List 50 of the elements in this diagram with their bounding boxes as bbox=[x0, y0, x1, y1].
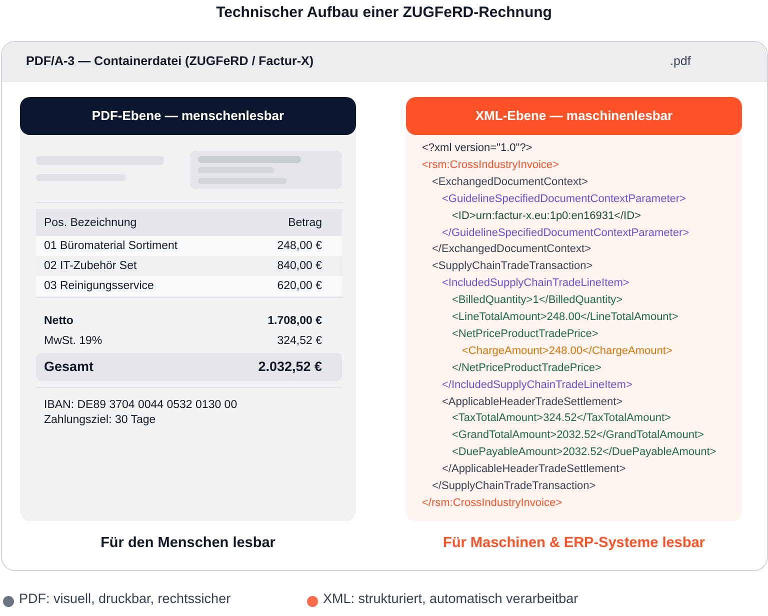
table-cell-text: 1.708,00 € bbox=[268, 314, 322, 329]
panel-caption: Für den Menschen lesbar bbox=[100, 535, 276, 551]
panel-caption: Für Maschinen & ERP-Systeme lesbar bbox=[442, 535, 706, 551]
container-heading: PDF/A-3 — Containerdatei (ZUGFeRD / Factur-X) bbox=[26, 54, 314, 68]
xml-code-line: </ApplicableHeaderTradeSettlement> bbox=[442, 463, 626, 476]
xml-code-line: <ID>urn:factur-x.eu:1p0:en16931</ID> bbox=[452, 210, 641, 222]
xml-code-line: <GrandTotalAmount>2032.52</GrandTotalAmount> bbox=[452, 429, 704, 442]
table-cell-text: 03 Reinigungsservice bbox=[44, 279, 154, 294]
payment-info-text: Zahlungsziel: 30 Tage bbox=[44, 414, 156, 426]
table-cell-text: Pos. Bezeichnung bbox=[44, 216, 137, 231]
xml-code-line: <NetPriceProductTradePrice> bbox=[452, 328, 598, 340]
layer-panel bbox=[406, 97, 742, 521]
layer-header: XML-Ebene — maschinenlesbar bbox=[406, 97, 742, 135]
diagram-title: Technischer Aufbau einer ZUGFeRD-Rechnung bbox=[215, 4, 553, 21]
xml-code-line: </ExchangedDocumentContext> bbox=[432, 243, 591, 256]
xml-code-line: <ExchangedDocumentContext> bbox=[432, 176, 588, 188]
table-cell-text: MwSt. 19% bbox=[44, 334, 102, 349]
table-cell-text: 2.032,52 € bbox=[258, 358, 322, 376]
xml-code-line: <TaxTotalAmount>324.52</TaxTotalAmount> bbox=[452, 412, 671, 424]
table-cell-text: 840,00 € bbox=[277, 259, 322, 274]
table-cell-text: 620,00 € bbox=[277, 279, 322, 294]
table-cell-text: Gesamt bbox=[44, 358, 94, 376]
xml-code-line: <LineTotalAmount>248.00</LineTotalAmount> bbox=[452, 311, 678, 323]
legend-text: XML: strukturiert, automatisch verarbeitbar bbox=[323, 591, 578, 606]
xml-code-line: </NetPriceProductTradePrice> bbox=[452, 362, 602, 374]
legend-text: PDF: visuell, druckbar, rechtssicher bbox=[19, 591, 231, 606]
payment-info-text: IBAN: DE89 3704 0044 0532 0130 00 bbox=[44, 399, 238, 411]
layer-header: PDF-Ebene — menschenlesbar bbox=[20, 97, 356, 135]
layer-panel bbox=[20, 97, 356, 521]
table-cell-text: 324,52 € bbox=[277, 334, 322, 349]
table-cell-text: 02 IT-Zubehör Set bbox=[44, 259, 137, 274]
xml-code-line: <DuePayableAmount>2032.52</DuePayableAmount> bbox=[452, 446, 716, 458]
table-cell-text: 248,00 € bbox=[277, 239, 322, 254]
xml-code-line: <ChargeAmount>248.00</ChargeAmount> bbox=[462, 344, 672, 357]
xml-code-line: <GuidelineSpecifiedDocumentContextParameter> bbox=[442, 192, 686, 205]
table-cell-text: Netto bbox=[44, 314, 74, 329]
xml-code-line: <ApplicableHeaderTradeSettlement> bbox=[442, 396, 623, 408]
xml-code-line: </rsm:CrossIndustryInvoice> bbox=[422, 496, 562, 509]
table-cell-text: Betrag bbox=[288, 216, 322, 231]
file-extension: .pdf bbox=[670, 54, 691, 68]
xml-code-line: </GuidelineSpecifiedDocumentContextParameter> bbox=[442, 226, 690, 238]
table-cell-text: 01 Büromaterial Sortiment bbox=[44, 239, 178, 254]
xml-code-line: </IncludedSupplyChainTradeLineItem> bbox=[442, 378, 632, 391]
xml-code-line: <IncludedSupplyChainTradeLineItem> bbox=[442, 277, 630, 290]
xml-code-line: <?xml version="1.0"?> bbox=[422, 142, 532, 154]
xml-code-line: </SupplyChainTradeTransaction> bbox=[432, 480, 596, 492]
xml-code-line: <BilledQuantity>1</BilledQuantity> bbox=[452, 294, 623, 306]
xml-code-line: <rsm:CrossIndustryInvoice> bbox=[422, 158, 559, 171]
xml-code-line: <SupplyChainTradeTransaction> bbox=[432, 260, 593, 272]
container-panel bbox=[1, 41, 768, 571]
